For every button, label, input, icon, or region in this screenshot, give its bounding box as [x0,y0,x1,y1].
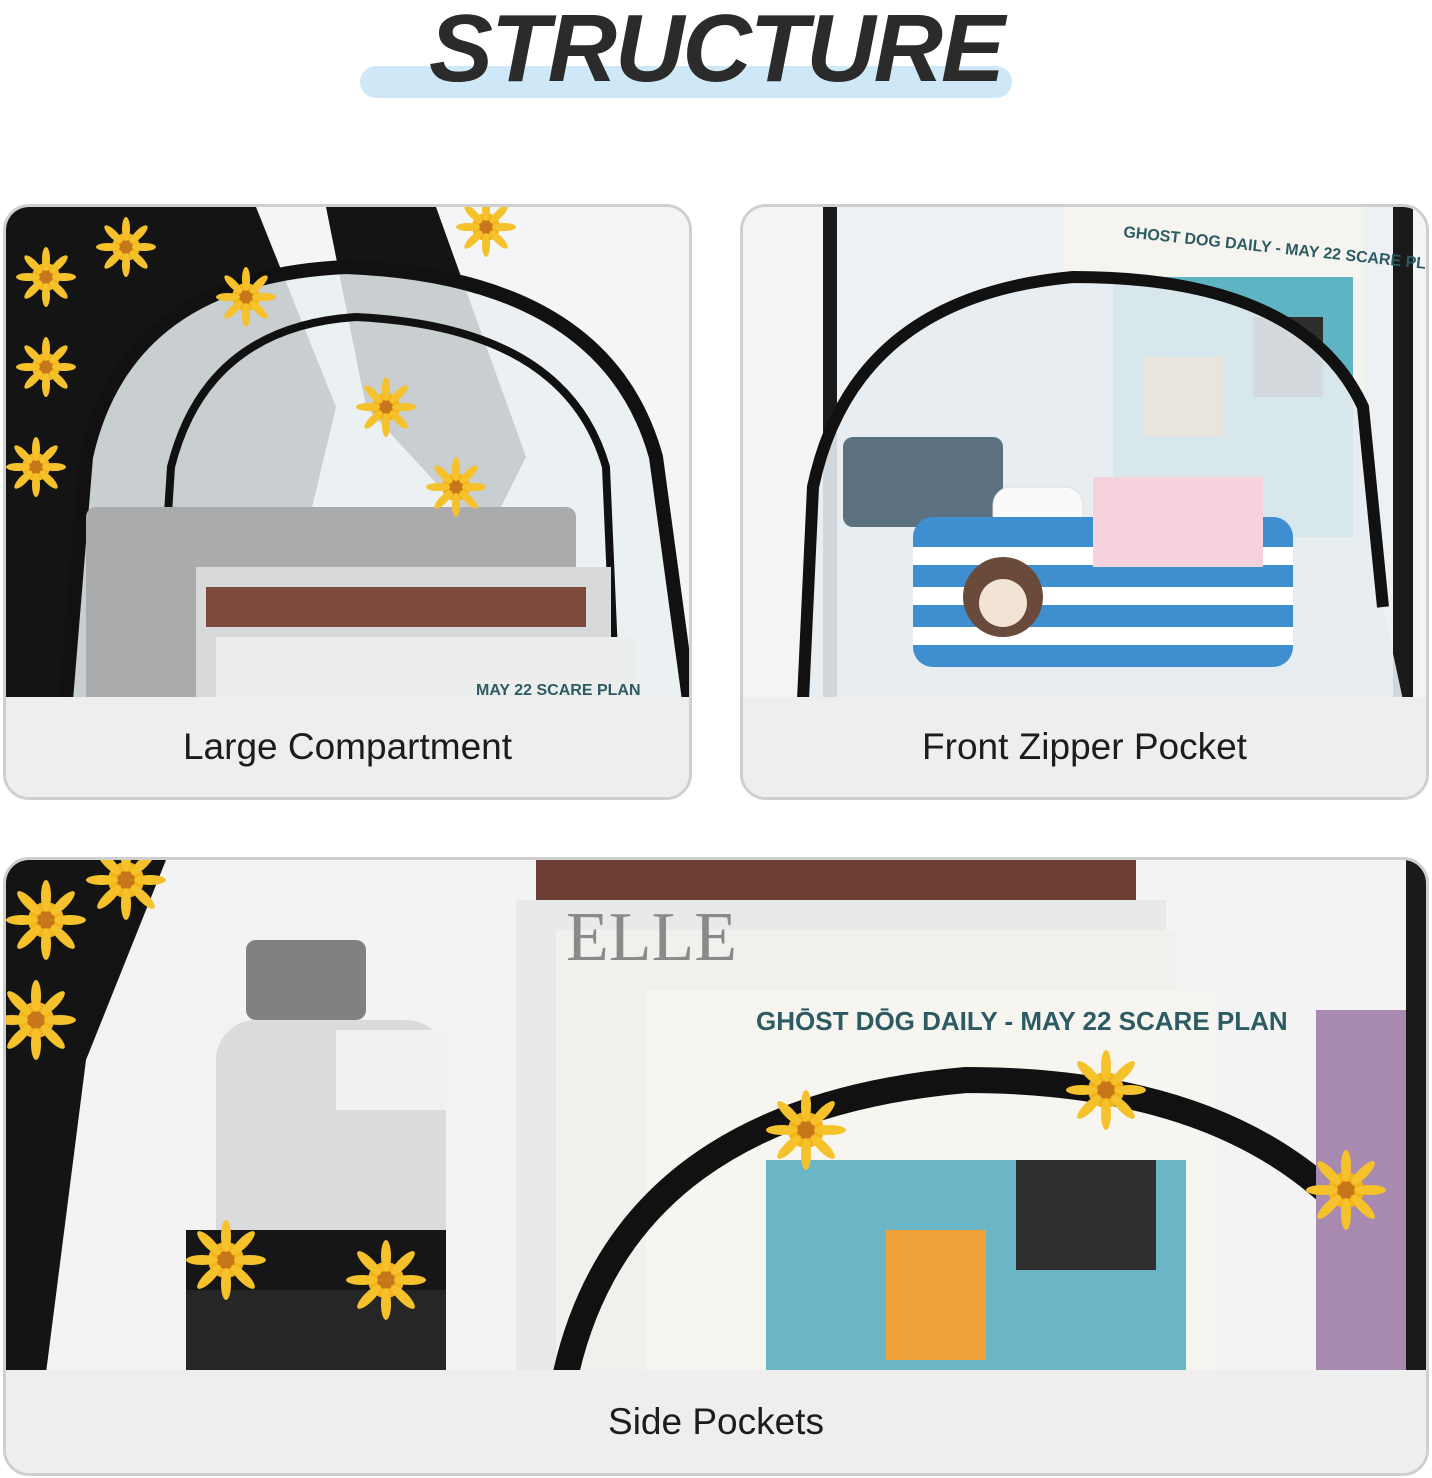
planner-heading: GHŌST DŌG DAILY - MAY 22 SCARE PLAN [756,1006,1288,1036]
front-zipper-pocket-photo: GHOST DOG DAILY - MAY 22 SCARE PLAN [743,207,1426,700]
large-compartment-caption: Large Compartment [6,697,689,797]
page-title: STRUCTURE [429,0,1005,102]
feature-card-side-pockets: GHŌST DŌG DAILY - MAY 22 SCARE PLAN ELLE… [3,857,1429,1476]
feature-card-front-zipper-pocket: GHOST DOG DAILY - MAY 22 SCARE PLAN Fron… [740,204,1429,800]
side-pockets-photo: GHŌST DŌG DAILY - MAY 22 SCARE PLAN ELLE [6,860,1426,1373]
front-zipper-pocket-caption: Front Zipper Pocket [743,697,1426,797]
title-banner: STRUCTURE [0,0,1432,110]
magazine-letters: ELLE [566,899,737,976]
title-highlight [360,66,1012,98]
large-compartment-photo: MAY 22 SCARE PLAN [6,207,689,700]
svg-text:MAY 22 SCARE PLAN: MAY 22 SCARE PLAN [476,682,641,699]
side-pockets-caption: Side Pockets [6,1370,1426,1473]
feature-card-large-compartment: MAY 22 SCARE PLAN Large Compartment [3,204,692,800]
